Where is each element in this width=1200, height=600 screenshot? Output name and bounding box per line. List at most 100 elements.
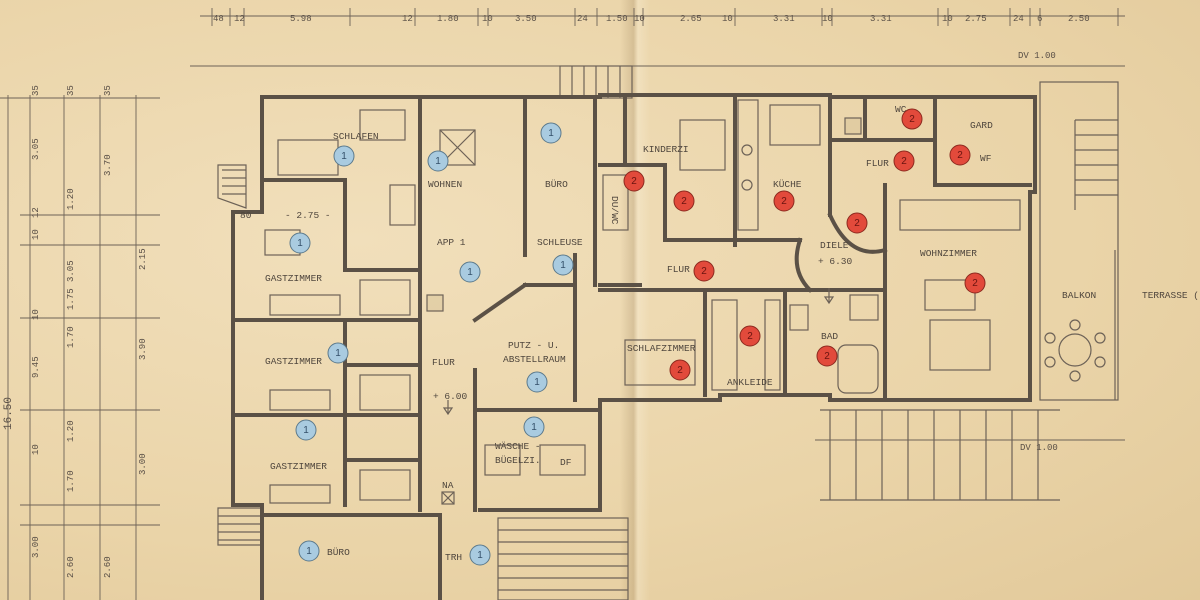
dim-left-far-2: 2.15 xyxy=(138,248,148,270)
unit-2-marker: 2 xyxy=(673,190,695,212)
room-label-schleuse: SCHLEUSE xyxy=(537,237,583,248)
unit-1-marker: 1 xyxy=(327,342,349,364)
dim-top-13: 10 xyxy=(822,14,833,24)
svg-text:2: 2 xyxy=(957,150,963,161)
dim-top-7: 24 xyxy=(577,14,588,24)
unit-2-marker: 2 xyxy=(816,345,838,367)
dim-top-11: 10 xyxy=(722,14,733,24)
dim-left-inner-2: 3.05 xyxy=(66,260,76,282)
dim-top-9: 10 xyxy=(634,14,645,24)
unit-1-marker: 1 xyxy=(552,254,574,276)
unit-1-marker: 1 xyxy=(333,145,355,167)
dim-left-outer-2: 12 xyxy=(31,207,41,218)
dim-top-17: 24 xyxy=(1013,14,1024,24)
svg-text:1: 1 xyxy=(534,377,540,388)
dim-top-18: 6 xyxy=(1037,14,1042,24)
room-label-flur-mid: FLUR xyxy=(667,264,690,275)
unit-2-marker: 2 xyxy=(693,260,715,282)
unit-1-marker: 1 xyxy=(540,122,562,144)
unit-2-marker: 2 xyxy=(949,144,971,166)
room-label-flur-left: FLUR xyxy=(432,357,455,368)
unit-1-marker: 1 xyxy=(526,371,548,393)
room-label-waesche-2: BÜGELZI. xyxy=(495,455,541,466)
dim-top-6: 3.50 xyxy=(515,14,537,24)
dim-top-12: 3.31 xyxy=(773,14,795,24)
svg-text:2: 2 xyxy=(824,351,830,362)
dim-left-outer-5: 9.45 xyxy=(31,356,41,378)
room-label-app1: APP 1 xyxy=(437,237,466,248)
room-label-gastzimmer-2: GASTZIMMER xyxy=(265,356,322,367)
room-label-gard: GARD xyxy=(970,120,993,131)
unit-1-marker: 1 xyxy=(523,416,545,438)
dim-top-1: 12 xyxy=(234,14,245,24)
walls xyxy=(231,93,1037,600)
svg-text:1: 1 xyxy=(341,151,347,162)
unit-2-marker: 2 xyxy=(964,272,986,294)
dim-left-far-5: 2.60 xyxy=(103,556,113,578)
room-label-wohnen: WOHNEN xyxy=(428,179,462,190)
dim-left-inner-5: 1.20 xyxy=(66,420,76,442)
dim-top-3: 12 xyxy=(402,14,413,24)
unit-2-marker: 2 xyxy=(773,190,795,212)
dim-top-0: 48 xyxy=(213,14,224,24)
svg-text:2: 2 xyxy=(781,196,787,207)
dim-top-2: 5.98 xyxy=(290,14,312,24)
svg-text:2: 2 xyxy=(631,176,637,187)
room-label-schlafen: SCHLAFEN xyxy=(333,131,379,142)
dim-left-inner-4: 1.70 xyxy=(66,326,76,348)
room-label-gastzimmer-3: GASTZIMMER xyxy=(270,461,327,472)
room-label-gastzimmer-1: GASTZIMMER xyxy=(265,273,322,284)
dim-top-19: 2.50 xyxy=(1068,14,1090,24)
room-label-trh: TRH xyxy=(445,552,462,563)
room-label-diele: DIELE xyxy=(820,240,849,251)
dim-left-outer-4: 10 xyxy=(31,309,41,320)
dim-top-8: 1.50 xyxy=(606,14,628,24)
svg-text:1: 1 xyxy=(467,267,473,278)
dim-top-15: 10 xyxy=(942,14,953,24)
dim-top-4: 1.80 xyxy=(437,14,459,24)
svg-text:1: 1 xyxy=(297,238,303,249)
unit-2-marker: 2 xyxy=(893,150,915,172)
dim-left-far-1: 3.70 xyxy=(103,154,113,176)
room-label-buero-bottom: BÜRO xyxy=(327,547,350,558)
room-labels: SCHLAFEN WOHNEN BÜRO KINDERZI KÜCHE WC F… xyxy=(240,104,1199,563)
unit-2-marker: 2 xyxy=(739,325,761,347)
svg-text:2: 2 xyxy=(972,278,978,289)
dim-left-inner-7: 2.60 xyxy=(66,556,76,578)
dim-left-inner-3: 1.75 xyxy=(66,288,76,310)
dim-left-outer-0: 35 xyxy=(31,85,41,96)
unit-2-marker: 2 xyxy=(669,359,691,381)
room-label-wohnzimmer: WOHNZIMMER xyxy=(920,248,977,259)
unit-2-marker: 2 xyxy=(901,108,923,130)
unit-1-marker: 1 xyxy=(289,232,311,254)
room-label-putz-2: ABSTELLRAUM xyxy=(503,354,566,365)
room-label-buero-top: BÜRO xyxy=(545,179,568,190)
unit-2-marker: 2 xyxy=(623,170,645,192)
entrance-steps-left xyxy=(217,164,263,546)
room-label-ankleide: ANKLEIDE xyxy=(727,377,773,388)
dim-left-far-4: 3.00 xyxy=(138,453,148,475)
svg-text:2: 2 xyxy=(854,218,860,229)
dim-top-5: 10 xyxy=(482,14,493,24)
svg-text:1: 1 xyxy=(477,550,483,561)
dim-left-inner-0: 35 xyxy=(66,85,76,96)
room-label-wc-top: WC xyxy=(895,104,907,115)
svg-text:2: 2 xyxy=(747,331,753,342)
room-label-schlafzimmer: SCHLAFZIMMER xyxy=(627,343,696,354)
svg-text:1: 1 xyxy=(531,422,537,433)
terrace-area xyxy=(1039,81,1119,401)
room-label-terrasse: TERRASSE ( xyxy=(1142,290,1199,301)
dim-left-far-3: 3.90 xyxy=(138,338,148,360)
room-label-diele-level: + 6.30 xyxy=(818,256,853,267)
left-dimension-chains: 35 3.05 12 10 10 9.45 10 3.00 35 1.20 3.… xyxy=(0,85,160,600)
room-label-bad: BAD xyxy=(821,331,838,342)
room-label-waesche-1: WÄSCHE - xyxy=(495,441,541,452)
level-marks xyxy=(442,288,835,416)
room-label-du-wc: DU/WC xyxy=(609,196,620,225)
lower-right-hatching xyxy=(820,409,1060,501)
dim-top-16: 2.75 xyxy=(965,14,987,24)
room-label-na: NA xyxy=(442,480,454,491)
